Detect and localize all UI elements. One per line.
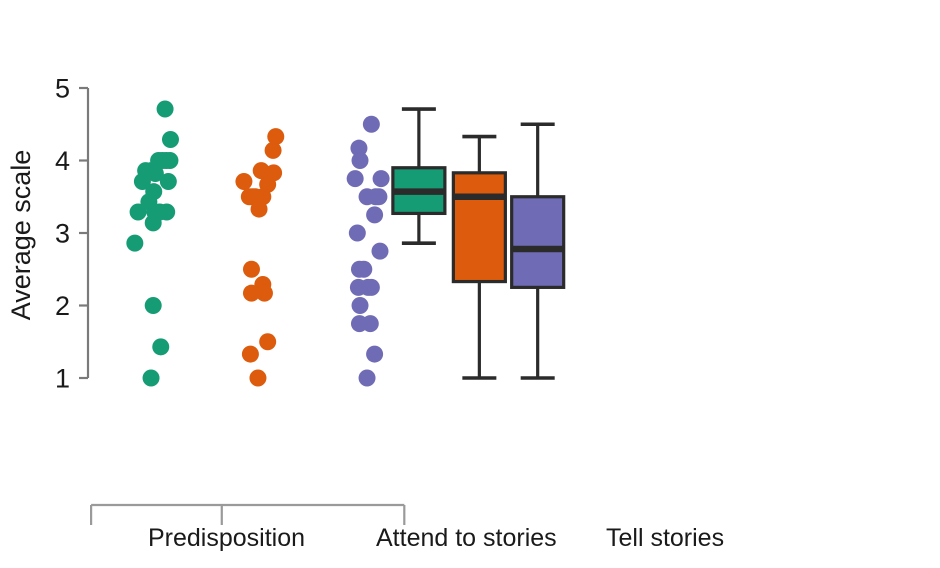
data-point	[161, 130, 179, 148]
data-point	[366, 345, 384, 363]
group-bracket	[89, 503, 406, 525]
data-point	[144, 214, 162, 232]
data-point	[361, 315, 379, 333]
y-axis: 1 2 3 4 5	[55, 74, 90, 394]
data-point	[358, 369, 376, 387]
data-point	[144, 297, 162, 314]
data-point	[267, 128, 285, 146]
data-point	[249, 369, 267, 387]
data-point	[161, 152, 179, 169]
box-iqr	[510, 195, 566, 289]
y-axis-tick-label: 1	[55, 364, 70, 394]
y-axis-title-text: Average scale	[6, 150, 36, 321]
y-axis-tick-label: 4	[55, 146, 70, 176]
group-label-attend-to-stories: Attend to stories	[376, 524, 557, 552]
data-point	[129, 203, 147, 221]
data-point	[255, 284, 273, 302]
box-iqr	[451, 171, 507, 284]
data-point	[351, 297, 369, 314]
y-axis-tick-label: 2	[55, 291, 70, 321]
data-point	[146, 165, 164, 183]
boxplot-attend-to-stories	[451, 134, 507, 380]
data-point	[241, 345, 259, 363]
data-point	[156, 100, 174, 118]
scatter-points-layer	[126, 100, 390, 387]
data-point	[362, 115, 380, 133]
boxplots-layer	[391, 107, 566, 380]
data-point	[158, 203, 176, 221]
data-point	[351, 152, 369, 169]
data-point	[355, 260, 373, 278]
data-point	[366, 206, 384, 224]
data-point	[362, 278, 380, 296]
data-point	[372, 170, 390, 188]
data-point	[264, 141, 282, 159]
group-label-predisposition: Predisposition	[148, 524, 305, 552]
y-axis-tick-label: 3	[55, 219, 70, 249]
boxplot-tell-stories	[510, 122, 566, 380]
data-point	[152, 338, 170, 356]
data-point	[126, 234, 144, 252]
data-point	[348, 224, 366, 242]
series-attend-to-stories	[235, 128, 285, 387]
y-axis-tick-label: 5	[55, 74, 70, 104]
series-tell-stories	[346, 115, 390, 387]
data-point	[133, 173, 151, 191]
series-predisposition	[126, 100, 179, 387]
data-point	[242, 260, 260, 278]
y-axis-title: Average scale	[6, 150, 36, 321]
group-label-tell-stories: Tell stories	[606, 524, 724, 552]
data-point	[159, 173, 177, 191]
data-point	[346, 170, 364, 188]
group-labels: Predisposition Attend to stories Tell stor…	[148, 524, 724, 552]
data-point	[142, 369, 160, 387]
data-point	[350, 139, 368, 157]
data-point	[259, 333, 277, 351]
data-point	[235, 173, 253, 191]
boxplot-predisposition	[391, 107, 447, 245]
data-point	[371, 242, 389, 260]
data-point	[242, 284, 260, 302]
data-point	[250, 200, 268, 218]
data-point	[370, 188, 388, 206]
